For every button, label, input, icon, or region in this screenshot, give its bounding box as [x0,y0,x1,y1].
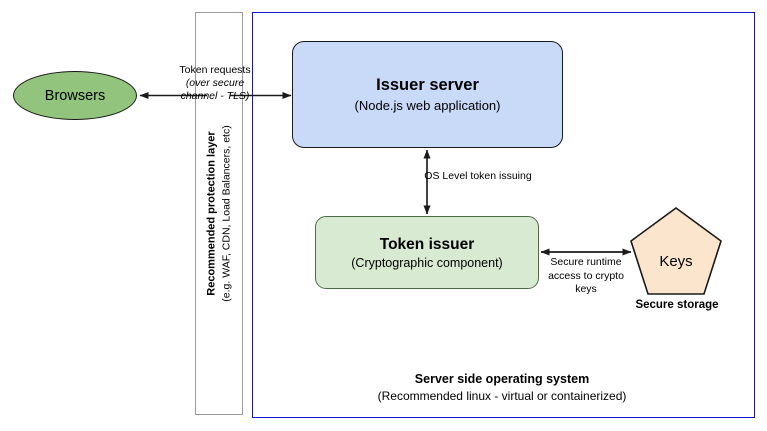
operating-system-title: Server side operating system [414,372,590,386]
issuer-server-title: Issuer server [376,76,479,94]
browsers-node[interactable]: Browsers [13,71,137,120]
issuer-server-subtitle: (Node.js web application) [354,98,501,113]
token-requests-line1: Token requests [179,64,251,76]
secure-runtime-access-label: Secure runtime access to crypto keys [548,256,624,296]
token-issuer-subtitle: (Cryptographic component) [351,255,503,270]
protection-layer-frame [195,12,243,415]
secure-storage-caption: Secure storage [635,299,719,311]
token-requests-edge-label: Token requests (over secure channel - TL… [160,64,270,103]
token-requests-line2: (over secure [185,77,245,90]
token-issuer-node[interactable]: Token issuer (Cryptographic component) [315,216,539,289]
operating-system-frame [252,12,755,418]
protection-layer-subtitle: (e.g. WAF, CDN, Load Balancers, etc) [220,125,233,302]
token-requests-line3: channel - TLS) [180,90,250,103]
operating-system-subtitle: (Recommended linux - virtual or containe… [377,388,627,403]
browsers-label: Browsers [44,87,106,104]
protection-layer-title: Recommended protection layer [205,131,218,296]
keys-pentagon-shape[interactable] [629,206,723,296]
os-level-token-issuing-label: OS Level token issuing [424,170,532,182]
token-issuer-title: Token issuer [379,235,475,253]
operating-system-footer: Server side operating system (Recommende… [282,371,722,404]
issuer-server-node[interactable]: Issuer server (Node.js web application) [292,41,563,148]
